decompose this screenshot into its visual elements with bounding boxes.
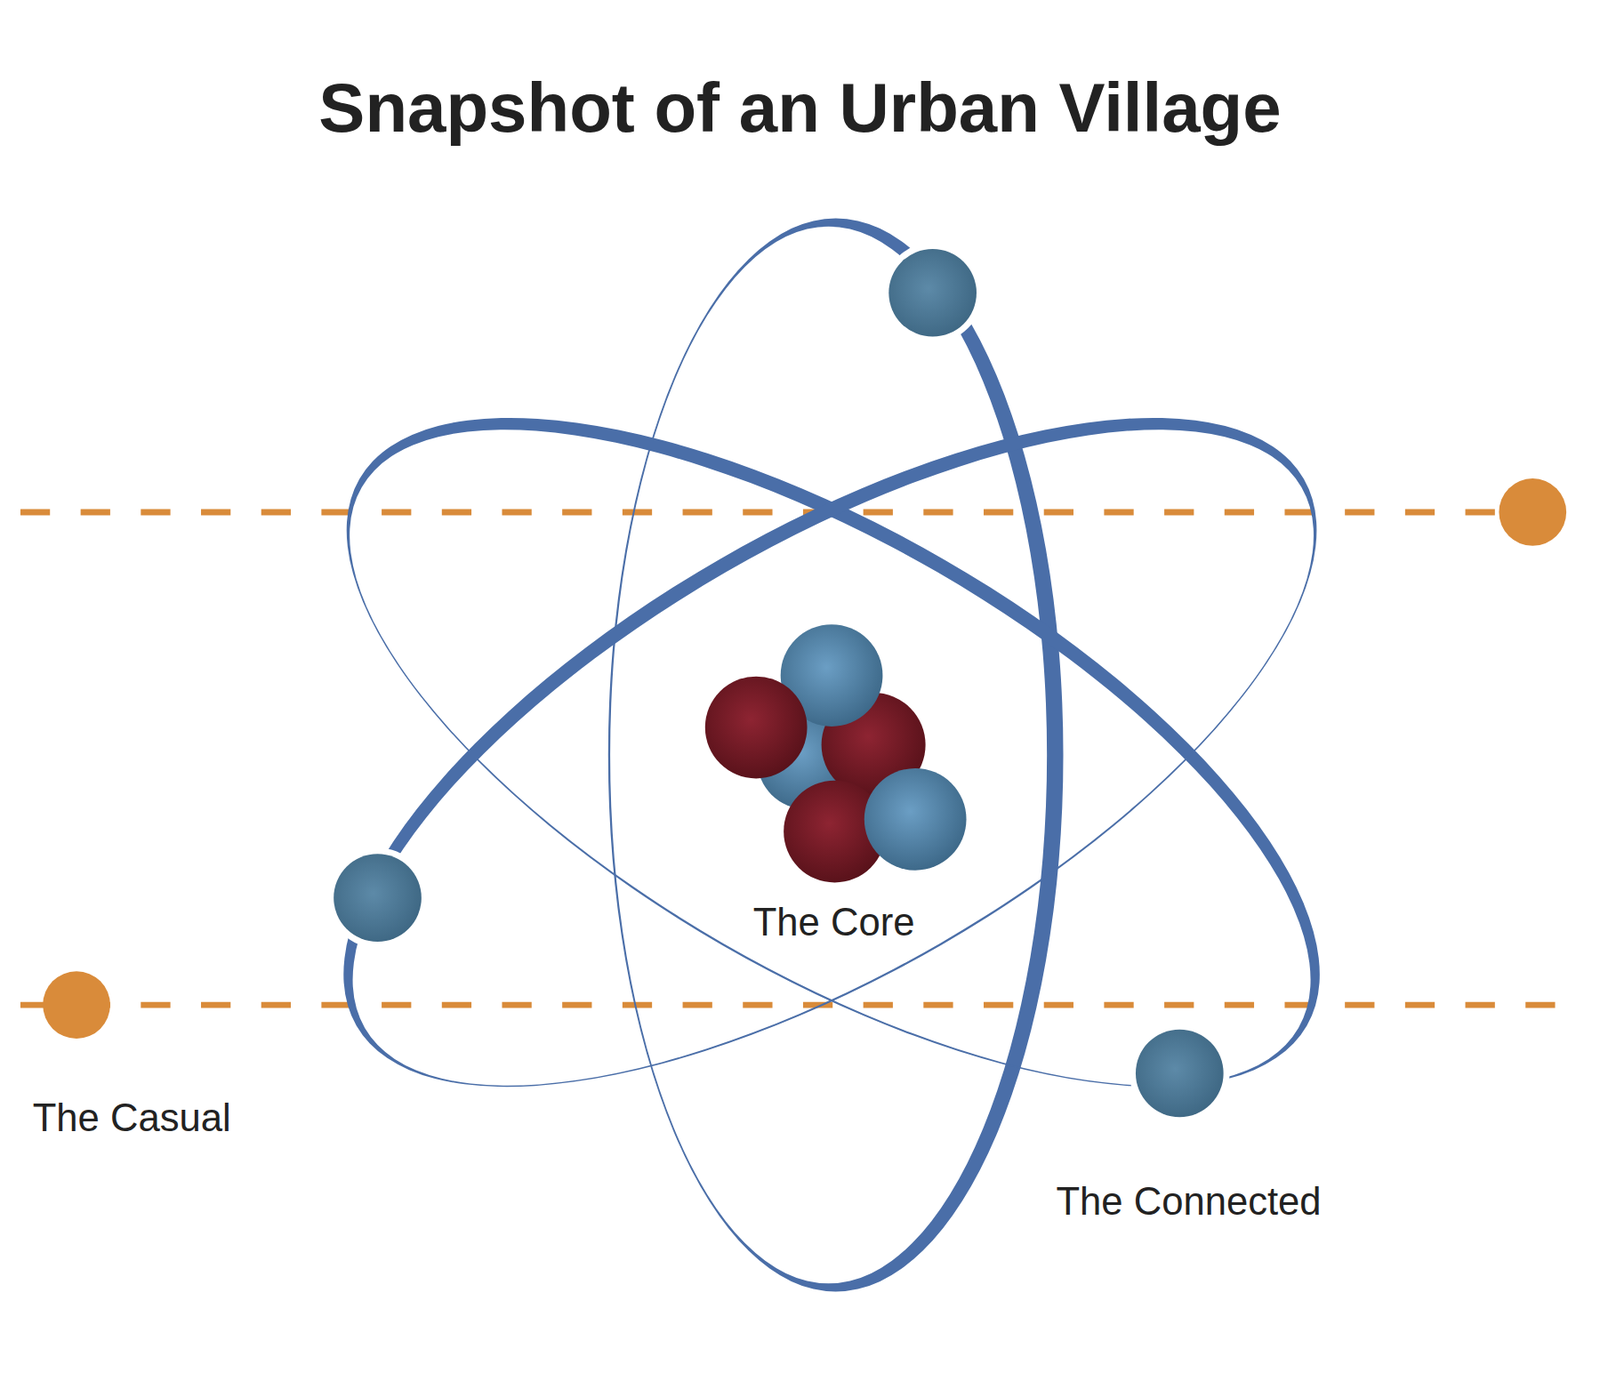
casual-label: The Casual (32, 1096, 232, 1142)
core-label: The Core (753, 900, 916, 946)
orbit (245, 218, 1419, 1293)
dashed-line (20, 512, 1580, 1006)
casual-dot (1498, 478, 1567, 547)
diagram-title: Snapshot of an Urban Village (0, 69, 1600, 146)
nucleus (705, 624, 967, 883)
connected-label: The Connected (1055, 1180, 1321, 1225)
casual-dot (42, 971, 111, 1039)
electron-fill (333, 249, 1223, 1118)
electron (333, 249, 1223, 1118)
